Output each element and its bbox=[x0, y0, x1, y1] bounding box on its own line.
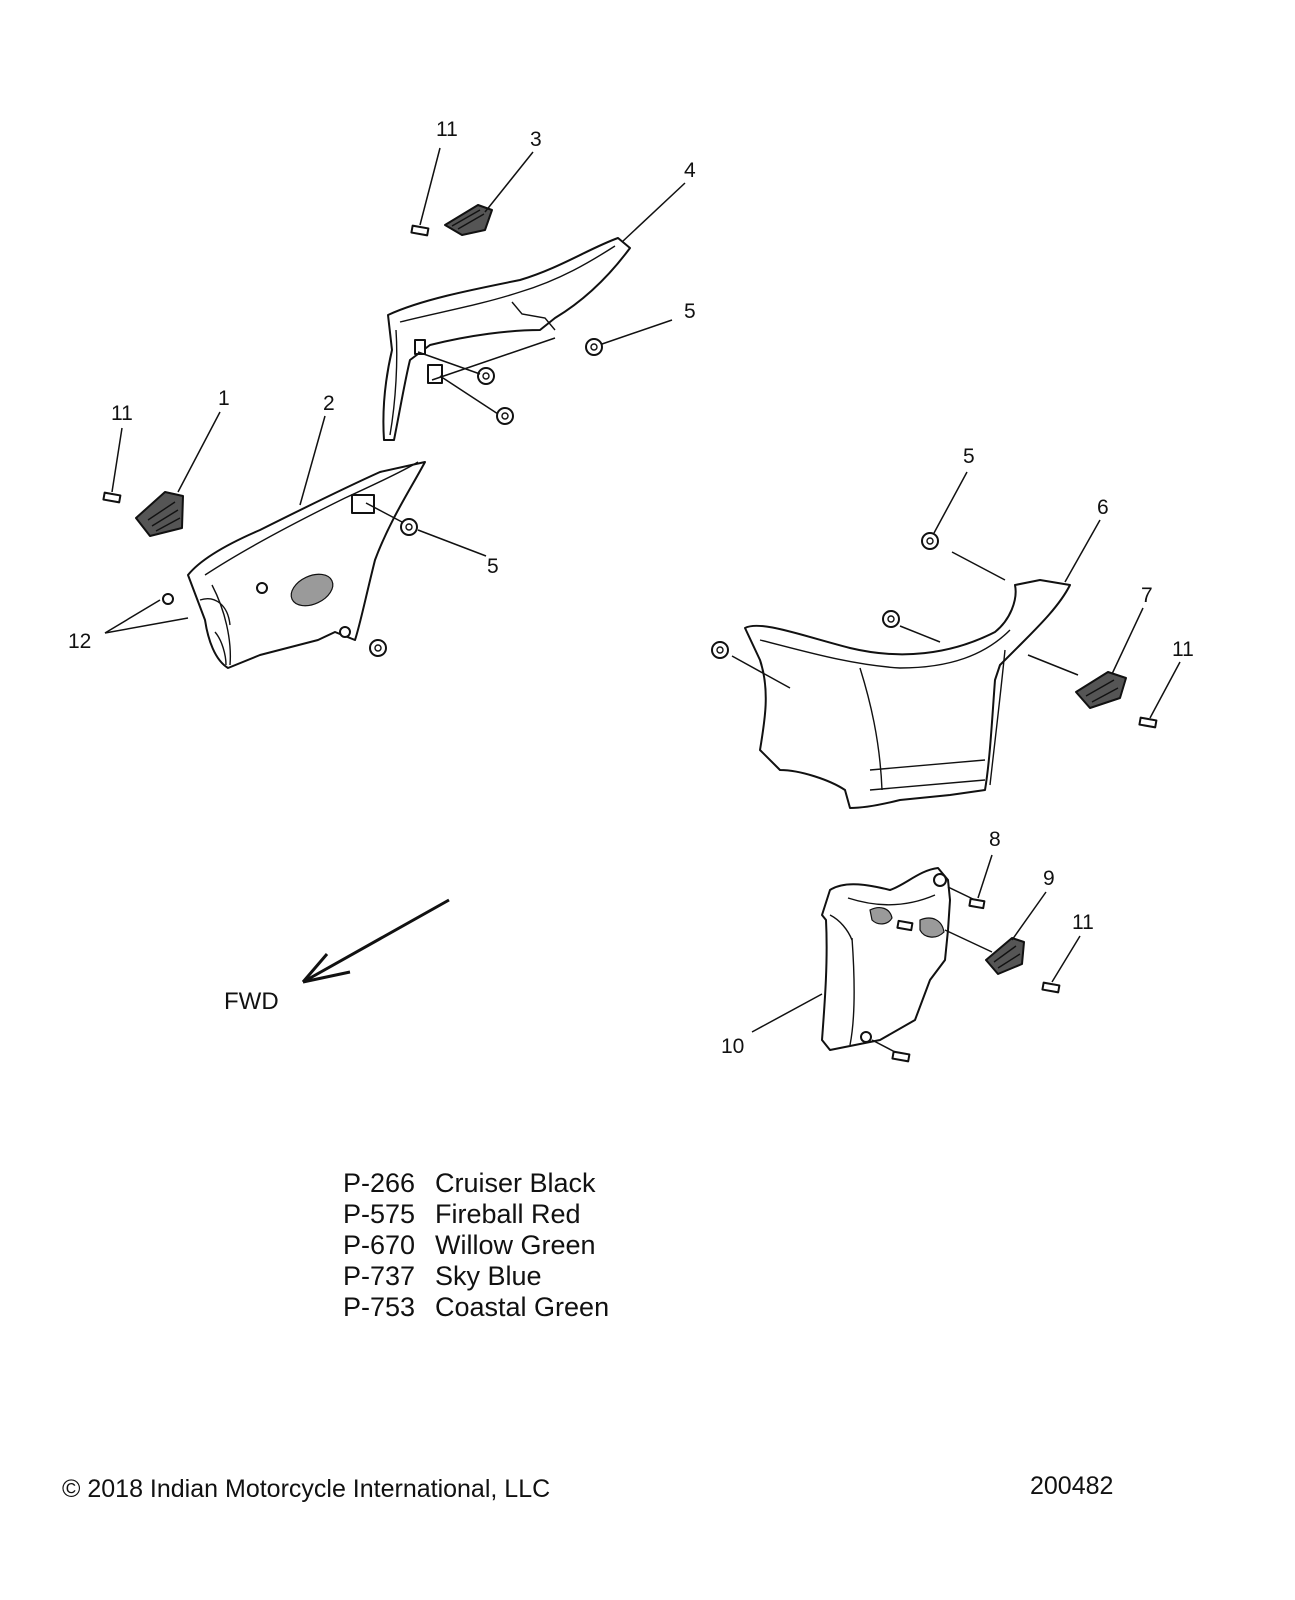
paint-code: P-670 bbox=[343, 1230, 416, 1260]
callout-12: 12 bbox=[68, 630, 91, 653]
part-3-upper-badge[interactable] bbox=[444, 204, 493, 236]
drawing-number: 200482 bbox=[1030, 1472, 1114, 1500]
copyright-notice: © 2018 Indian Motorcycle International, … bbox=[62, 1475, 551, 1503]
callout-3: 3 bbox=[530, 128, 542, 151]
paint-name: Cruiser Black bbox=[435, 1168, 596, 1198]
part-4-upper-cover[interactable] bbox=[382, 237, 631, 441]
paint-row: P-753 Coastal Green bbox=[343, 1292, 609, 1323]
paint-row: P-575 Fireball Red bbox=[343, 1199, 609, 1230]
paint-code: P-266 bbox=[343, 1168, 416, 1198]
paint-code-list: P-266 Cruiser Black P-575 Fireball Red P-6… bbox=[343, 1168, 609, 1323]
paint-name: Willow Green bbox=[435, 1230, 596, 1260]
fwd-label: FWD bbox=[224, 988, 279, 1015]
forward-arrow bbox=[301, 898, 450, 984]
paint-row: P-737 Sky Blue bbox=[343, 1261, 609, 1292]
callout-2: 2 bbox=[323, 392, 335, 415]
callout-7: 7 bbox=[1141, 584, 1153, 607]
part-6-rear-cover[interactable] bbox=[744, 579, 1071, 809]
paint-name: Sky Blue bbox=[435, 1261, 542, 1291]
callout-6: 6 bbox=[1097, 496, 1109, 519]
paint-code: P-737 bbox=[343, 1261, 416, 1291]
callout-9: 9 bbox=[1043, 867, 1055, 890]
leader-lines bbox=[104, 147, 1181, 1053]
callout-5: 5 bbox=[487, 555, 499, 578]
part-10-lower-cover[interactable] bbox=[821, 867, 951, 1051]
paint-code: P-753 bbox=[343, 1292, 416, 1322]
paint-row: P-266 Cruiser Black bbox=[343, 1168, 609, 1199]
callout-4: 4 bbox=[684, 159, 696, 182]
callout-5: 5 bbox=[963, 445, 975, 468]
paint-name: Fireball Red bbox=[435, 1199, 581, 1229]
part-1-front-badge[interactable] bbox=[135, 491, 184, 537]
part-9-lower-badge[interactable] bbox=[985, 937, 1025, 975]
callout-5: 5 bbox=[684, 300, 696, 323]
grommets bbox=[369, 338, 939, 659]
callout-1: 1 bbox=[218, 387, 230, 410]
callout-11: 11 bbox=[1172, 638, 1194, 661]
screws bbox=[102, 224, 1158, 1063]
part-2-front-cover[interactable] bbox=[187, 461, 426, 669]
callout-11: 11 bbox=[111, 402, 133, 425]
paint-row: P-670 Willow Green bbox=[343, 1230, 609, 1261]
paint-name: Coastal Green bbox=[435, 1292, 610, 1322]
callout-labels: 11 3 4 5 11 1 2 5 12 5 6 7 11 8 9 11 10 bbox=[68, 118, 1194, 1058]
callout-8: 8 bbox=[989, 828, 1001, 851]
callout-11: 11 bbox=[1072, 911, 1094, 934]
paint-code: P-575 bbox=[343, 1199, 416, 1229]
part-7-rear-badge[interactable] bbox=[1075, 671, 1127, 709]
callout-10: 10 bbox=[721, 1035, 744, 1058]
callout-11: 11 bbox=[436, 118, 458, 141]
